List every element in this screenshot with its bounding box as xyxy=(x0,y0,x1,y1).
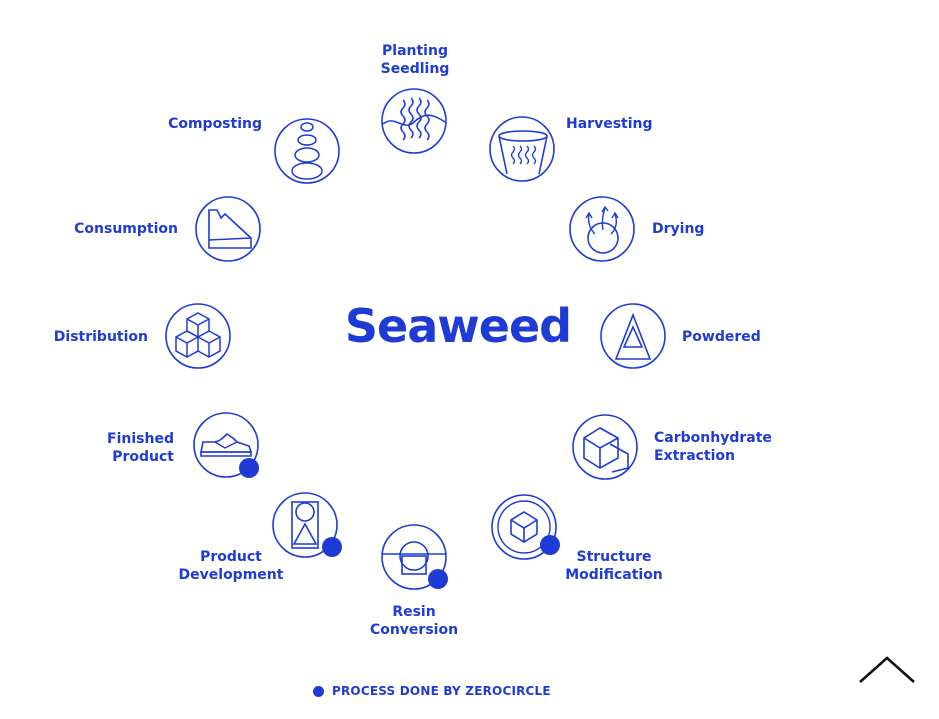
done-marker-dot xyxy=(540,535,560,555)
label-text: Structure Modification xyxy=(565,549,663,583)
step-label-carbonhydrate-extraction: Carbonhydrate Extraction xyxy=(654,429,772,465)
done-marker-dot xyxy=(239,458,259,478)
scroll-to-top-button[interactable] xyxy=(856,652,918,686)
step-composting xyxy=(274,118,340,184)
label-text: Distribution xyxy=(53,329,148,345)
step-planting-seedling xyxy=(381,88,447,154)
step-distribution xyxy=(165,303,231,369)
seaweed-waves-icon xyxy=(381,88,447,154)
step-consumption xyxy=(195,196,261,262)
step-label-harvesting: Harvesting xyxy=(566,115,653,133)
step-carbonhydrate-extraction xyxy=(572,414,638,480)
prototype-shapes-icon xyxy=(272,492,342,558)
molecule-structure-icon xyxy=(491,494,560,560)
label-text: Planting Seedling xyxy=(380,43,450,77)
diagram-title: Seaweed xyxy=(344,299,572,353)
label-text: Drying xyxy=(652,221,705,237)
stacked-boxes-icon xyxy=(165,303,231,369)
step-label-drying: Drying xyxy=(652,220,704,238)
done-marker-dot xyxy=(428,569,448,589)
step-label-powdered: Powdered xyxy=(682,328,761,346)
done-marker-dot xyxy=(313,685,324,697)
step-label-planting-seedling: Planting Seedling xyxy=(370,42,460,78)
cube-extraction-icon xyxy=(572,414,638,480)
label-text: Harvesting xyxy=(566,116,653,132)
evaporation-icon xyxy=(569,196,635,262)
legend: PROCESS DONE BY ZEROCIRCLE xyxy=(313,682,551,700)
step-finished-product xyxy=(193,412,259,478)
step-resin-conversion xyxy=(381,524,448,590)
step-label-composting: Composting xyxy=(150,115,262,133)
step-harvesting xyxy=(489,116,555,182)
compost-stack-icon xyxy=(274,118,340,184)
step-structure-modification xyxy=(491,494,560,560)
step-label-product-development: Product Development xyxy=(176,548,286,584)
step-label-distribution: Distribution xyxy=(40,328,148,346)
step-product-development xyxy=(272,492,342,558)
label-text: Product Development xyxy=(178,549,284,583)
step-label-structure-modification: Structure Modification xyxy=(560,548,668,584)
sneaker-icon xyxy=(193,412,259,478)
resin-flask-icon xyxy=(381,524,448,590)
step-drying xyxy=(569,196,635,262)
legend-text: PROCESS DONE BY ZEROCIRCLE xyxy=(332,684,551,698)
done-marker-dot xyxy=(322,537,342,557)
label-text: Composting xyxy=(168,116,262,132)
harvest-basket-icon xyxy=(489,116,555,182)
step-powdered xyxy=(600,303,666,369)
label-text: Resin Conversion xyxy=(369,604,459,638)
label-text: Finished Product xyxy=(107,431,174,465)
step-label-finished-product: Finished Product xyxy=(80,430,174,466)
label-text: Powdered xyxy=(682,329,761,345)
chevron-up-icon xyxy=(859,656,915,683)
step-label-consumption: Consumption xyxy=(60,220,178,238)
step-label-resin-conversion: Resin Conversion xyxy=(368,603,460,639)
powder-triangle-icon xyxy=(600,303,666,369)
cake-slice-icon xyxy=(195,196,261,262)
label-text: Carbonhydrate Extraction xyxy=(654,430,772,464)
label-text: Consumption xyxy=(74,221,178,237)
